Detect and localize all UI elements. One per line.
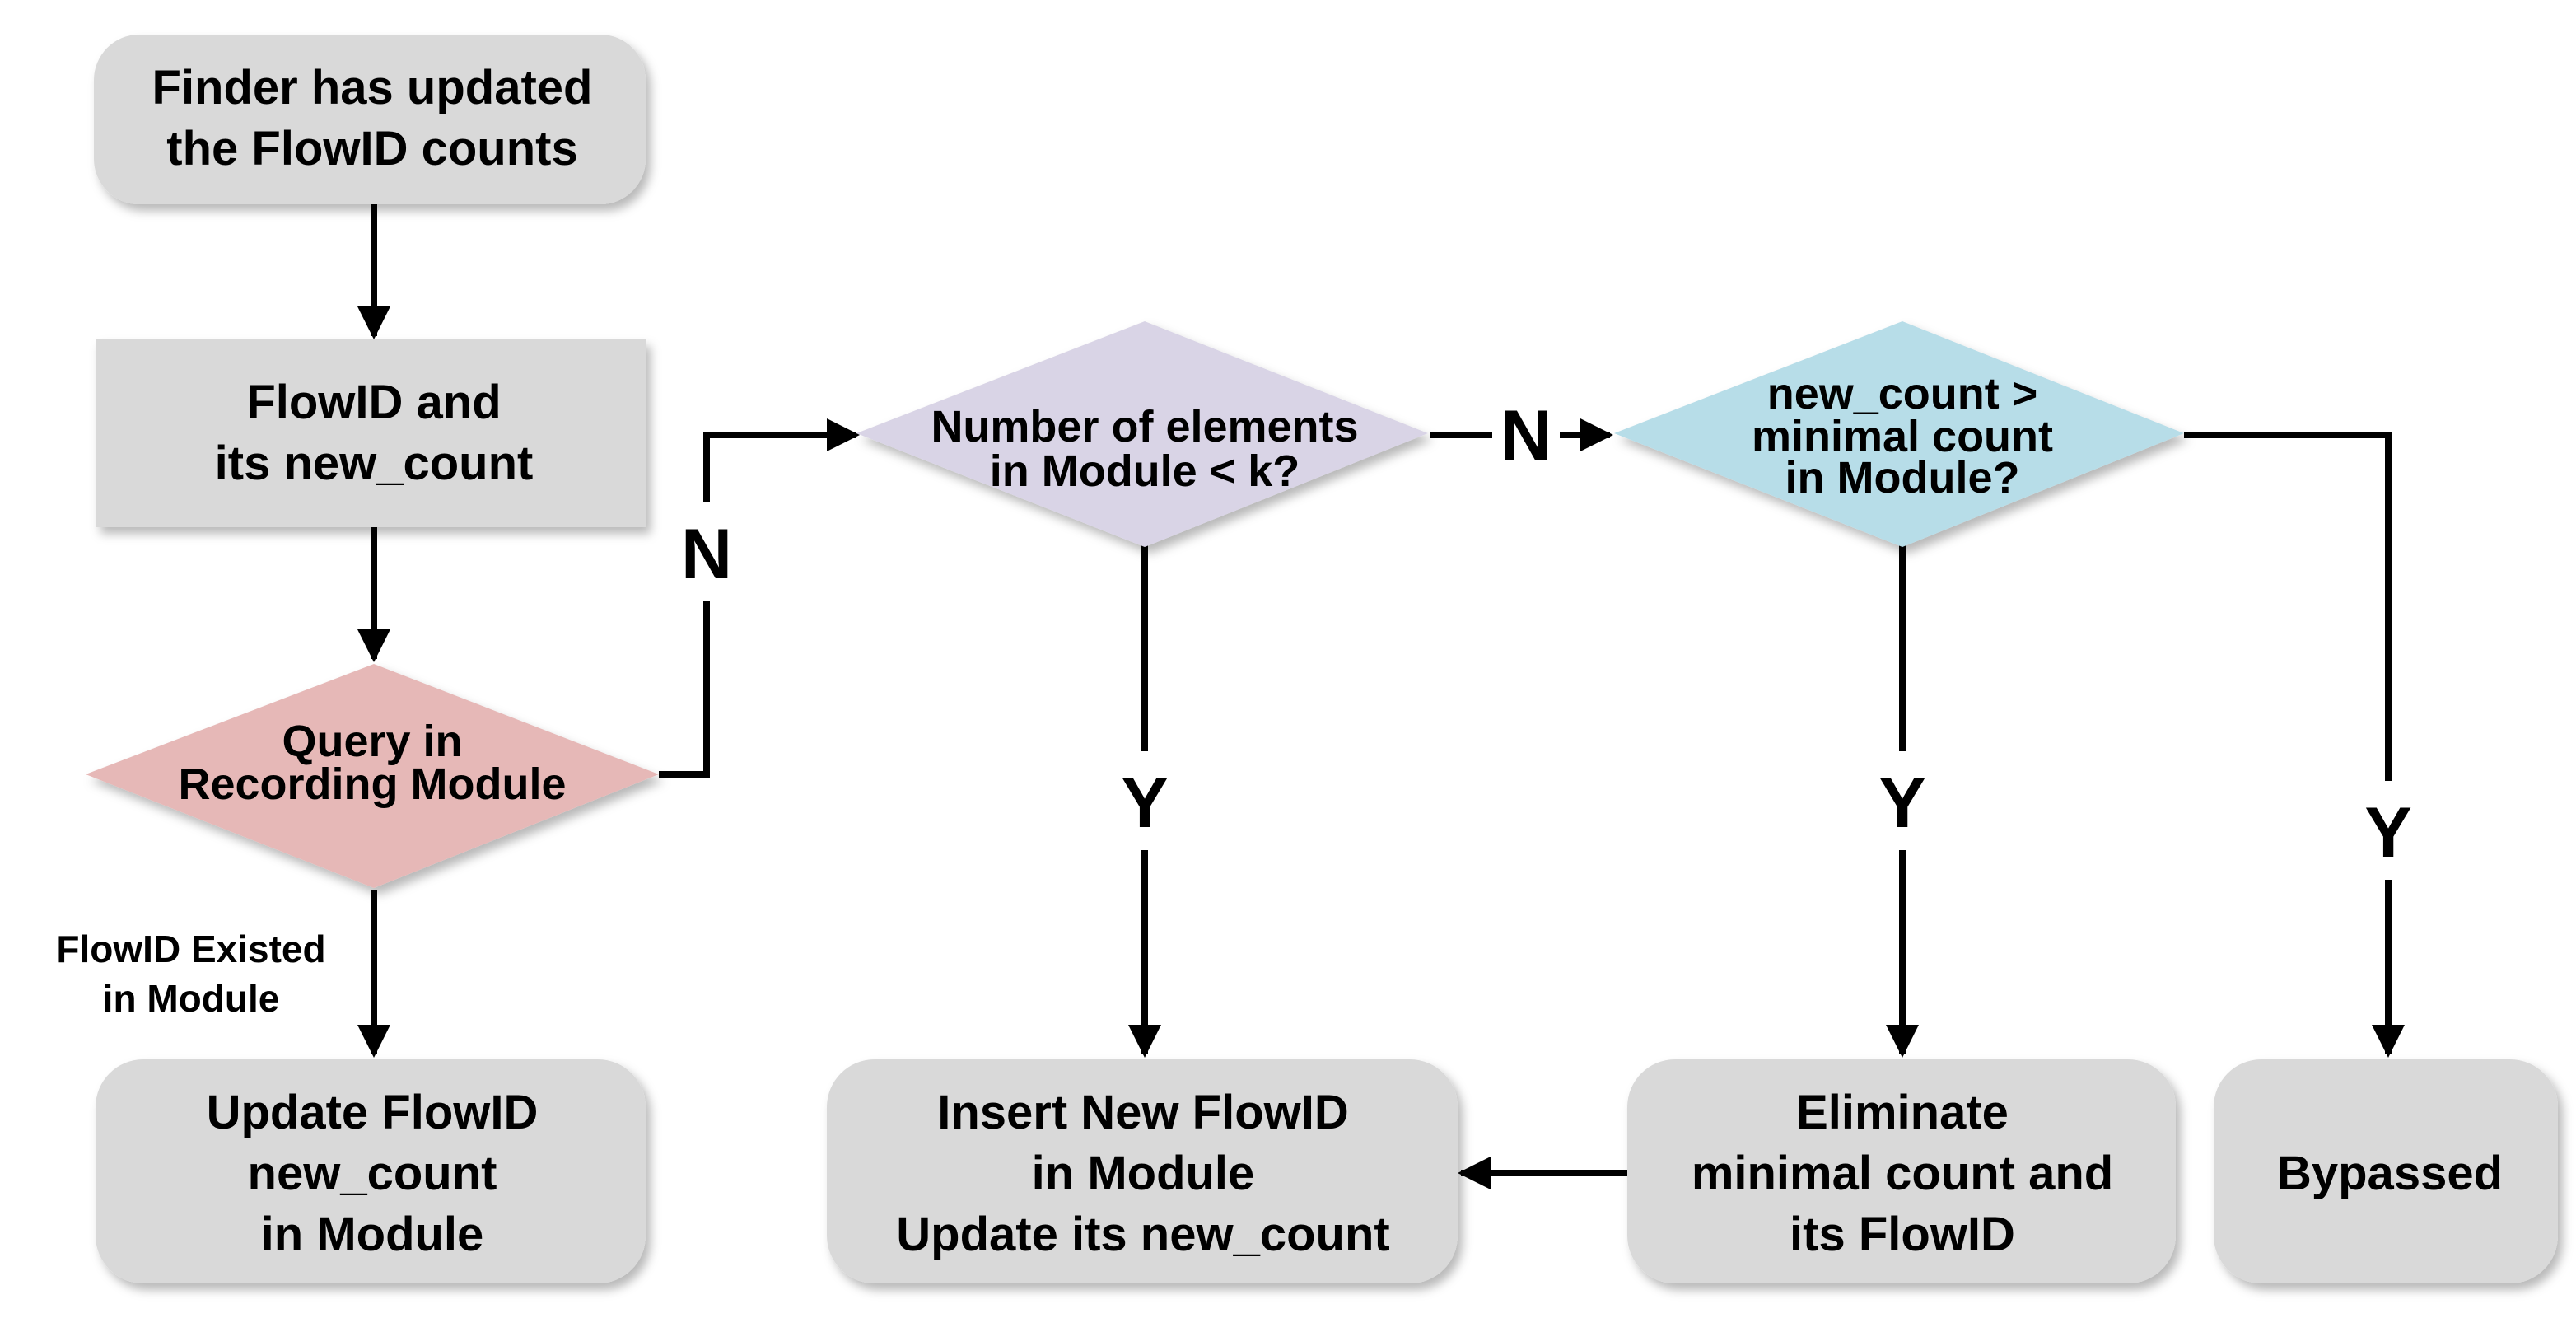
node-eliminate: Eliminate minimal count and its FlowID bbox=[1627, 1059, 2176, 1283]
start-line-1: Finder has updated bbox=[152, 61, 593, 115]
bypassed-label: Bypassed bbox=[2277, 1147, 2503, 1200]
label-count-bypass: Y bbox=[2364, 793, 2411, 872]
connectors bbox=[357, 204, 2421, 1189]
flowid-line-1: FlowID and bbox=[246, 376, 501, 429]
node-update: Update FlowID new_count in Module bbox=[96, 1059, 646, 1283]
count-diamond bbox=[1614, 321, 2184, 547]
count-line-3: in Module? bbox=[1785, 453, 2020, 502]
start-box bbox=[94, 35, 646, 204]
insert-line-3: Update its new_count bbox=[896, 1208, 1389, 1261]
node-query: Query in Recording Module bbox=[86, 664, 659, 888]
count-line-2: minimal count bbox=[1752, 412, 2053, 461]
node-flowid-new-count: FlowID and its new_count bbox=[96, 339, 646, 527]
existed-line-1: FlowID Existed bbox=[56, 928, 325, 970]
insert-line-2: in Module bbox=[1032, 1147, 1255, 1200]
node-number-check: Number of elements in Module < k? bbox=[856, 321, 1428, 547]
flowid-box bbox=[96, 339, 646, 527]
update-box bbox=[96, 1059, 646, 1283]
update-line-1: Update FlowID bbox=[207, 1086, 539, 1139]
eliminate-line-2: minimal count and bbox=[1692, 1147, 2113, 1200]
arrow-query-to-number bbox=[659, 418, 860, 778]
edge-labels: FlowID Existed in Module N N Y Y Y bbox=[56, 396, 2411, 1020]
label-number-no: N bbox=[1500, 396, 1552, 475]
node-count-check: new_count > minimal count in Module? bbox=[1614, 321, 2184, 547]
eliminate-line-3: its FlowID bbox=[1790, 1208, 2015, 1261]
update-line-2: new_count bbox=[248, 1147, 497, 1200]
insert-box bbox=[827, 1059, 1458, 1283]
start-line-2: the FlowID counts bbox=[166, 122, 577, 175]
arrow-count-to-bypassed bbox=[2184, 432, 2405, 1058]
count-line-1: new_count > bbox=[1767, 369, 2038, 418]
number-diamond bbox=[856, 321, 1428, 547]
node-start: Finder has updated the FlowID counts bbox=[94, 35, 646, 204]
bypassed-box bbox=[2214, 1059, 2558, 1283]
query-diamond bbox=[86, 664, 659, 888]
update-line-3: in Module bbox=[261, 1208, 484, 1261]
query-line-2: Recording Module bbox=[179, 759, 567, 809]
flowid-line-2: its new_count bbox=[215, 437, 534, 490]
eliminate-line-1: Eliminate bbox=[1796, 1086, 2009, 1139]
label-query-no: N bbox=[681, 515, 732, 594]
number-line-1: Number of elements bbox=[931, 402, 1358, 451]
number-line-2: in Module < k? bbox=[990, 446, 1300, 496]
existed-line-2: in Module bbox=[103, 977, 280, 1020]
node-bypassed: Bypassed bbox=[2214, 1059, 2558, 1283]
label-count-yes: Y bbox=[1878, 764, 1925, 843]
insert-line-1: Insert New FlowID bbox=[937, 1086, 1349, 1139]
label-number-yes: Y bbox=[1121, 764, 1168, 843]
query-line-1: Query in bbox=[282, 717, 462, 766]
eliminate-box bbox=[1627, 1059, 2176, 1283]
node-insert: Insert New FlowID in Module Update its n… bbox=[827, 1059, 1458, 1283]
